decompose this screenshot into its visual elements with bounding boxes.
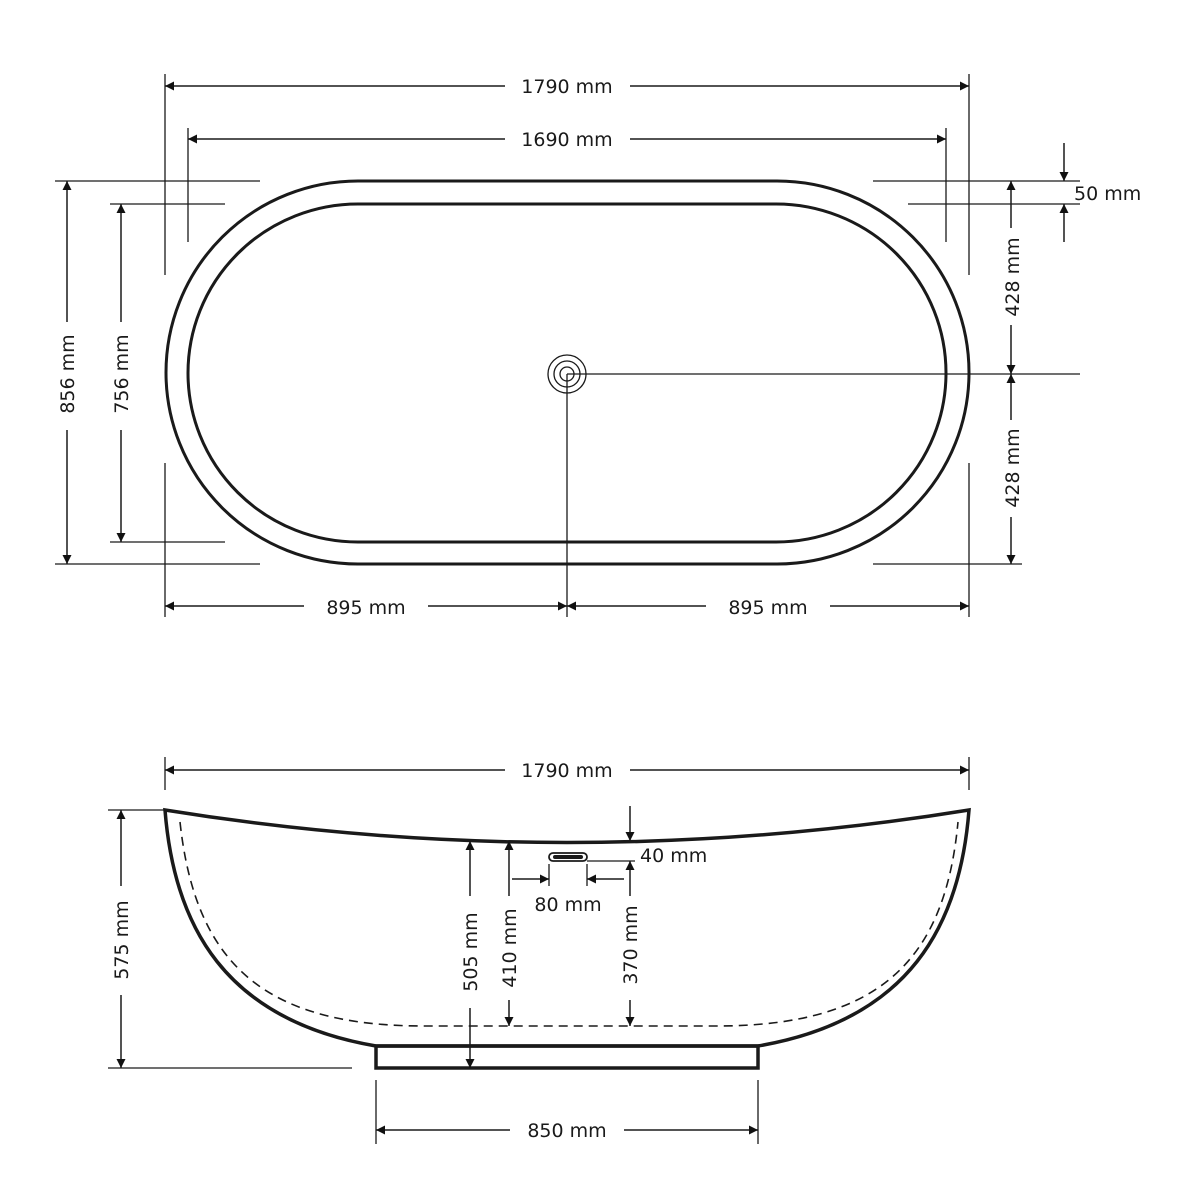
dim-label-overflow-to-bottom-right: 370 mm	[620, 905, 642, 984]
dim-label-overall-height: 575 mm	[111, 900, 133, 979]
dim-label-side-overall-length: 1790 mm	[521, 760, 612, 782]
dim-label-overflow-to-bottom: 410 mm	[499, 908, 521, 987]
dim-label-overflow-offset: 40 mm	[640, 845, 707, 867]
dim-label-half-length-right: 895 mm	[728, 597, 807, 619]
dim-label-overall-width: 856 mm	[57, 334, 79, 413]
side-view: 1790 mm 575 mm 505 mm 410 mm 370 mm 40 m…	[108, 757, 971, 1144]
dim-label-half-width-lower: 428 mm	[1002, 428, 1024, 507]
tub-base	[374, 1044, 760, 1070]
dim-label-inner-length: 1690 mm	[521, 129, 612, 151]
dim-label-inner-width: 756 mm	[111, 334, 133, 413]
dim-label-overall-length: 1790 mm	[521, 76, 612, 98]
tub-side-profile	[163, 807, 971, 1048]
dim-label-half-width-upper: 428 mm	[1002, 237, 1024, 316]
dim-label-base-length: 850 mm	[527, 1120, 606, 1142]
dim-label-rim-thickness: 50 mm	[1074, 183, 1141, 205]
dim-label-rim-to-bottom: 505 mm	[460, 912, 482, 991]
overflow-icon	[548, 852, 588, 862]
top-view: 1790 mm 1690 mm 856 mm 756 mm 50 mm 428 …	[55, 74, 1141, 619]
dim-label-overflow-width: 80 mm	[534, 894, 601, 916]
dim-label-half-length-left: 895 mm	[326, 597, 405, 619]
